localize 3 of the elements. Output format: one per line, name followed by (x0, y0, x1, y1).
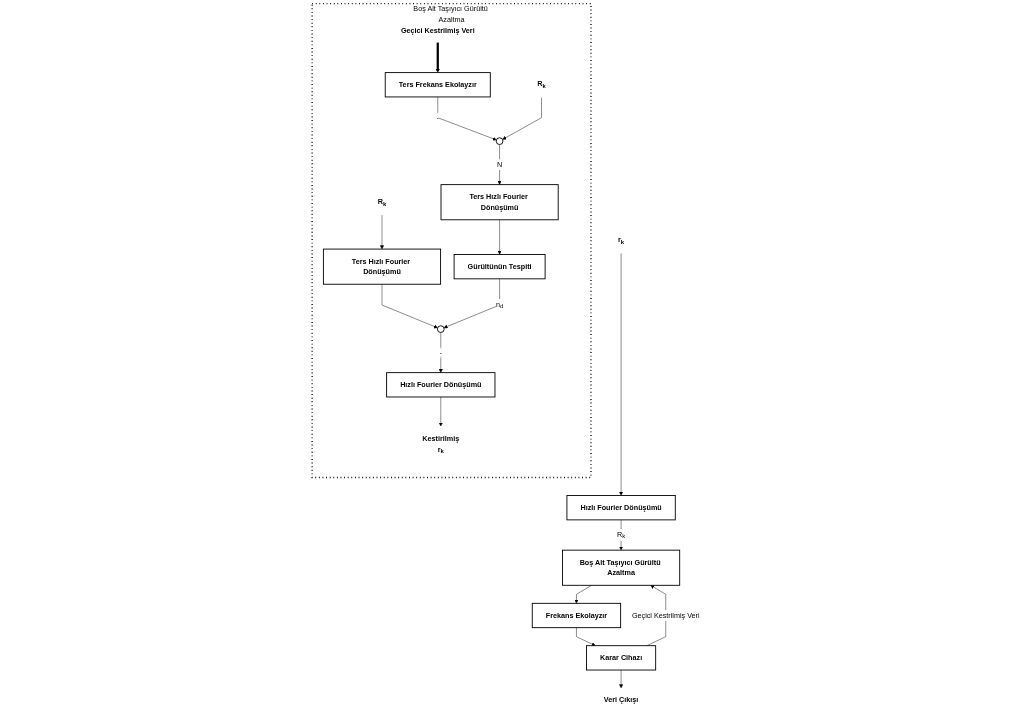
summing-junction (436, 325, 445, 333)
arrow (435, 42, 440, 73)
summing-junction (495, 137, 504, 145)
